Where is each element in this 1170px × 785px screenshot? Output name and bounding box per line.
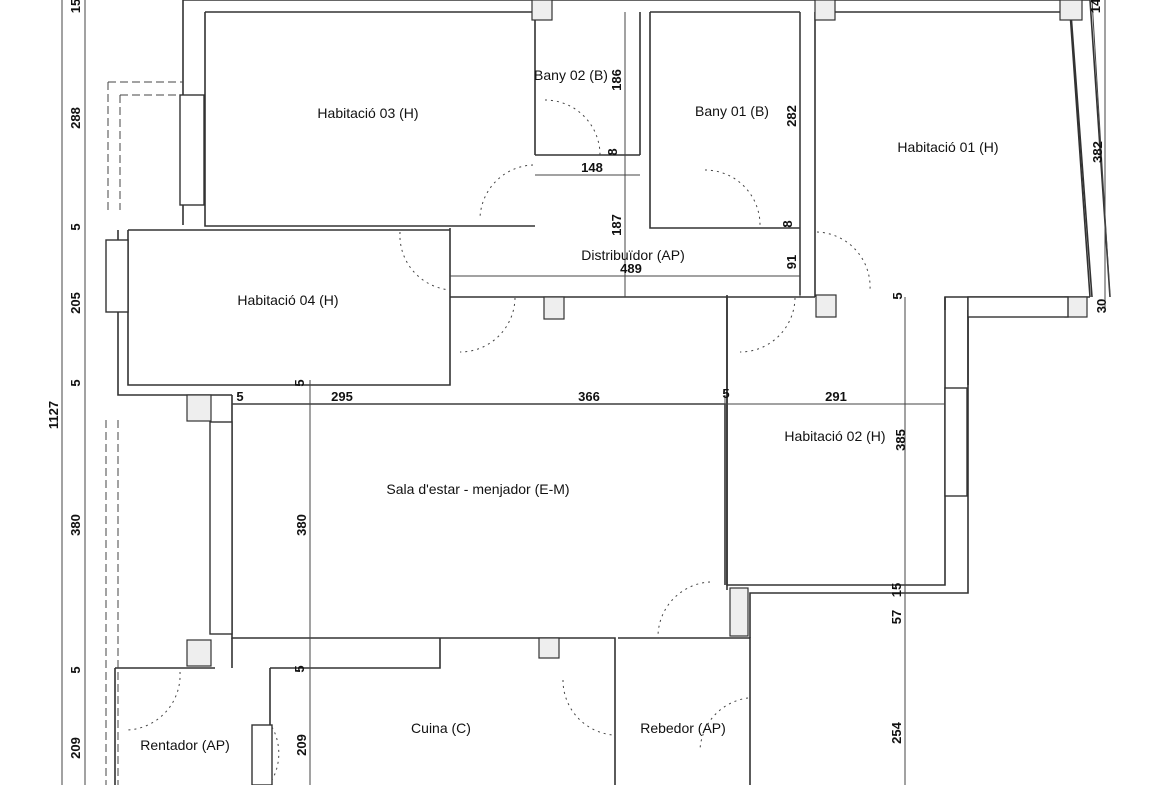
- walls: [114, 0, 1111, 785]
- dim-label: 5: [236, 389, 243, 404]
- dim-label: 5: [68, 666, 83, 673]
- dim-label: 382: [1090, 141, 1105, 163]
- dimension-lines: [61, 0, 1111, 785]
- room-label-habitacio-04: Habitació 04 (H): [237, 292, 338, 308]
- dim-label: 366: [578, 389, 600, 404]
- room-label-rebedor: Rebedor (AP): [640, 720, 726, 736]
- dim-label: 8: [605, 148, 620, 155]
- room-label-sala: Sala d'estar - menjador (E-M): [386, 481, 569, 497]
- left-dimension-labels: 15 288 5 205 5 380 5 209 1127: [46, 0, 83, 759]
- room-label-bany-01: Bany 01 (B): [695, 103, 769, 119]
- dim-label: 385: [893, 429, 908, 451]
- room-label-distribuidor: Distribuïdor (AP): [581, 247, 684, 263]
- dim-label: 5: [292, 379, 307, 386]
- dim-label: 15: [889, 583, 904, 597]
- room-label-cuina: Cuina (C): [411, 720, 471, 736]
- dim-label: 187: [609, 214, 624, 236]
- dim-label: 148: [581, 160, 603, 175]
- dim-label: 5: [68, 223, 83, 230]
- dim-label: 205: [68, 292, 83, 314]
- dim-label: 295: [331, 389, 353, 404]
- dim-label: 209: [68, 737, 83, 759]
- dim-label: 254: [889, 721, 904, 743]
- dim-label: 14: [1088, 0, 1103, 13]
- door-swings: [124, 99, 871, 781]
- dim-label: 5: [890, 292, 905, 299]
- room-label-habitacio-02: Habitació 02 (H): [784, 428, 885, 444]
- dim-label: 209: [294, 734, 309, 756]
- dim-label: 5: [722, 386, 729, 401]
- dim-label: 91: [784, 255, 799, 269]
- balcony-outline: [105, 81, 183, 785]
- right-dimension-labels: 14 382 30 15 57 254: [889, 0, 1109, 744]
- dim-label-total: 1127: [46, 401, 61, 429]
- dim-label: 8: [780, 220, 795, 227]
- room-label-habitacio-01: Habitació 01 (H): [897, 139, 998, 155]
- dim-label: 282: [784, 105, 799, 127]
- dim-label: 57: [889, 610, 904, 624]
- dim-label: 489: [620, 261, 642, 276]
- room-label-habitacio-03: Habitació 03 (H): [317, 105, 418, 121]
- dim-label: 5: [292, 665, 307, 672]
- windows: [105, 94, 1069, 785]
- inner-dimension-labels: 295 366 291 148 489 186 282 187 91 385 3…: [236, 69, 908, 756]
- dim-label: 186: [609, 69, 624, 91]
- columns: [186, 0, 1088, 667]
- room-label-bany-02: Bany 02 (B): [534, 67, 608, 83]
- dim-label: 291: [825, 389, 847, 404]
- dim-label: 288: [68, 107, 83, 129]
- dim-label: 380: [68, 514, 83, 536]
- dim-label: 5: [68, 379, 83, 386]
- dim-label: 15: [68, 0, 83, 13]
- dim-label: 380: [294, 514, 309, 536]
- room-label-rentador: Rentador (AP): [140, 737, 229, 753]
- dim-label: 30: [1094, 299, 1109, 313]
